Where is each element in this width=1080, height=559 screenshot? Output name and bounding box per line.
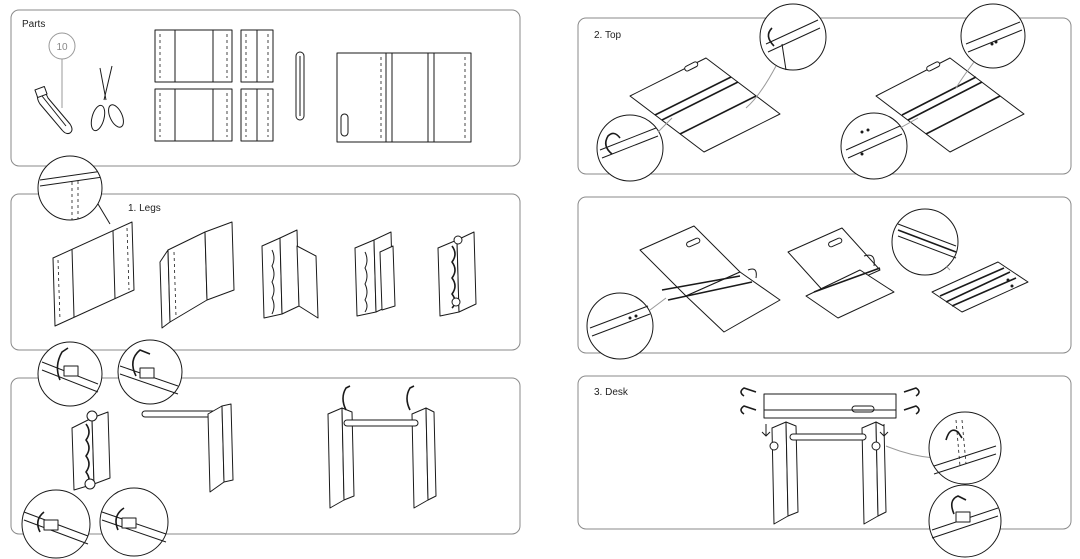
ziptie-detail-callout-4: [99, 487, 169, 557]
desk-title: 3. Desk: [594, 387, 629, 398]
leg-panel-part-a: [154, 29, 233, 83]
ziptie-detail-callout-2: [117, 339, 183, 405]
assembled-leg: [71, 410, 111, 491]
cable-tie-count-badge: 10: [48, 32, 76, 108]
tube-part: [295, 51, 305, 121]
top-sheet-step-2: [875, 57, 1025, 153]
desk-assembly: [740, 387, 935, 525]
parts-count: 10: [56, 42, 68, 53]
top-fold-detail-callout: [586, 292, 667, 360]
top-detail-callout-1: [745, 3, 827, 109]
top-sheet-part: [336, 52, 472, 143]
leg-with-tube: [141, 403, 234, 493]
top-title: 2. Top: [594, 30, 621, 41]
top-sheet-step-1: [629, 57, 781, 153]
cable-tie-icon: [34, 86, 73, 135]
ziptie-detail-callout-3: [21, 489, 91, 559]
brace-part-b: [240, 88, 274, 142]
top-fold-detail-callout-2: [891, 208, 959, 276]
leg-step-fold-1: [159, 221, 235, 329]
top-fold-step-1: [639, 225, 781, 333]
leg-detail-callout: [37, 155, 111, 225]
top-detail-callout-2: [596, 114, 673, 182]
leg-pair-frame: [327, 385, 437, 509]
leg-step-fold-4: [437, 231, 477, 317]
leg-panel-part-b: [154, 88, 233, 142]
legs-title: 1. Legs: [128, 203, 161, 214]
top-fold-step-2: [787, 227, 895, 319]
desk-detail-callout-2: [928, 484, 1002, 558]
parts-title: Parts: [22, 19, 45, 30]
top-detail-callout-4: [840, 112, 919, 180]
leg-step-flat: [52, 221, 135, 327]
brace-part-a: [240, 29, 274, 83]
leg-step-fold-3: [354, 231, 396, 317]
leg-step-fold-2: [261, 229, 319, 319]
scissors-icon: [90, 65, 124, 132]
top-detail-callout-3: [955, 3, 1026, 89]
ziptie-detail-callout-1: [37, 341, 103, 407]
top-folded-result: [931, 261, 1029, 313]
desk-detail-callout-1: [928, 411, 1002, 485]
